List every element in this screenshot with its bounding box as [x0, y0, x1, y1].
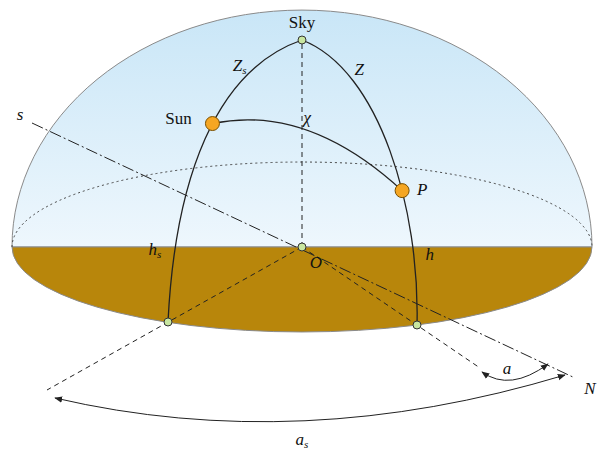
point-arc — [302, 40, 417, 325]
zenith-angle-label: Z — [355, 60, 364, 77]
origin-dot — [298, 243, 306, 251]
sky-dome — [12, 10, 592, 247]
point-label: P — [417, 180, 427, 197]
sun-label: Sun — [165, 109, 191, 126]
origin-label: O — [310, 254, 322, 271]
north-label: N — [584, 380, 595, 397]
zenith-label: Sky — [289, 14, 315, 31]
sun-symbol — [205, 117, 219, 131]
sun-azimuth-label: as — [296, 431, 309, 450]
sun-foot-dot — [164, 318, 172, 326]
zenith-angle-sun-label: Zs — [233, 57, 247, 76]
sun-azimuth-line — [47, 247, 302, 390]
ground — [12, 247, 592, 332]
elevation-label: h — [425, 246, 434, 263]
point-azimuth-arrow — [482, 364, 548, 380]
azimuth-label: a — [503, 360, 512, 377]
zenith-dot — [298, 36, 306, 44]
point-foot-dot — [413, 321, 421, 329]
point-symbol — [395, 184, 409, 198]
scattering-angle-arc — [212, 120, 402, 191]
south-north-line — [32, 123, 575, 378]
sun-azimuth-arrow — [55, 375, 565, 422]
sun-arc — [168, 40, 302, 322]
zenith-line — [302, 40, 303, 247]
south-label: s — [17, 106, 24, 123]
point-azimuth-line — [302, 247, 480, 368]
sun-elevation-label: hs — [149, 240, 162, 259]
scattering-angle-label: χ — [304, 109, 311, 126]
